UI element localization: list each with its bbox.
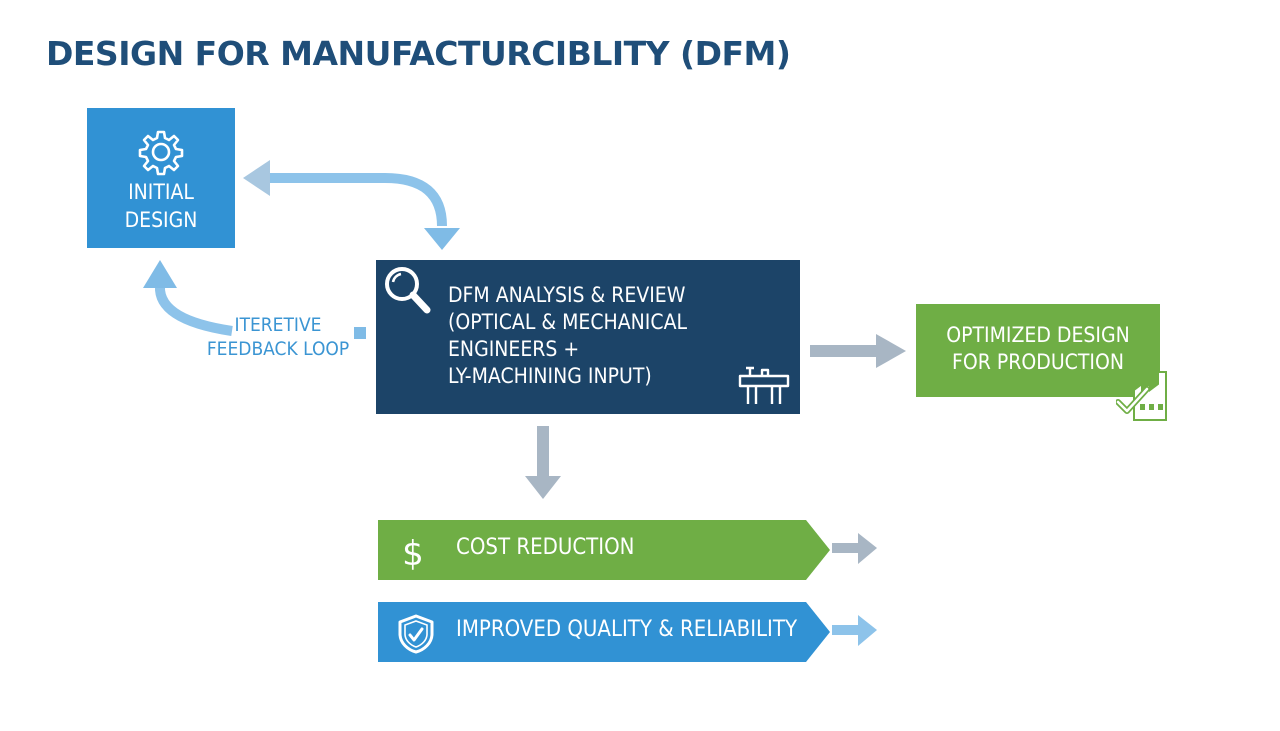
- feedback-loop-label: ITERETIVE FEEDBACK LOOP: [206, 314, 350, 360]
- improved-quality-label: IMPROVED QUALITY & RELIABILITY: [456, 617, 798, 642]
- cost-banner-shape: [378, 520, 830, 580]
- gear-icon: [138, 130, 184, 176]
- factory-check-icon: [1116, 371, 1167, 421]
- node-optimized-design: OPTIMIZED DESIGN FOR PRODUCTION: [916, 304, 1167, 421]
- arrowhead-down-analysis: [424, 228, 460, 250]
- arrowhead-left: [243, 160, 270, 196]
- arrowhead-quality-out: [858, 615, 877, 646]
- page-title: DESIGN FOR MANUFACTURCIBLITY (DFM): [46, 34, 791, 73]
- svg-text:$: $: [402, 534, 424, 572]
- dfm-analysis-label: DFM ANALYSIS & REVIEW (OPTICAL & MECHANI…: [448, 283, 688, 388]
- arrowhead-up-initial: [143, 260, 177, 288]
- connector-analysis-down: [537, 426, 549, 478]
- quality-banner-shape: [378, 602, 830, 662]
- feedback-marker: [354, 327, 366, 339]
- arrowhead-cost-out: [858, 533, 877, 564]
- connector-quality-out: [832, 625, 862, 635]
- arrowhead-down-outcomes: [525, 476, 561, 499]
- connector-initial-to-analysis: [268, 173, 447, 227]
- magnifier-icon: [385, 267, 431, 314]
- optimized-design-label: OPTIMIZED DESIGN FOR PRODUCTION: [946, 323, 1130, 374]
- machine-tool-icon: [738, 366, 790, 404]
- shield-check-icon: [398, 614, 434, 654]
- arrowhead-right-optimized: [876, 334, 906, 368]
- initial-design-label: INITIAL DESIGN: [124, 180, 198, 232]
- cost-reduction-label: COST REDUCTION: [456, 535, 635, 560]
- outcome-improved-quality: IMPROVED QUALITY & RELIABILITY: [378, 602, 830, 662]
- node-dfm-analysis: DFM ANALYSIS & REVIEW (OPTICAL & MECHANI…: [376, 260, 800, 414]
- connector-cost-out: [832, 543, 862, 553]
- outcome-cost-reduction: $ COST REDUCTION: [378, 520, 830, 580]
- node-initial-design: INITIAL DESIGN: [87, 108, 235, 248]
- dollar-icon: $: [402, 534, 424, 572]
- connector-feedback-loop: [155, 285, 233, 336]
- connector-analysis-to-optimized: [810, 345, 878, 357]
